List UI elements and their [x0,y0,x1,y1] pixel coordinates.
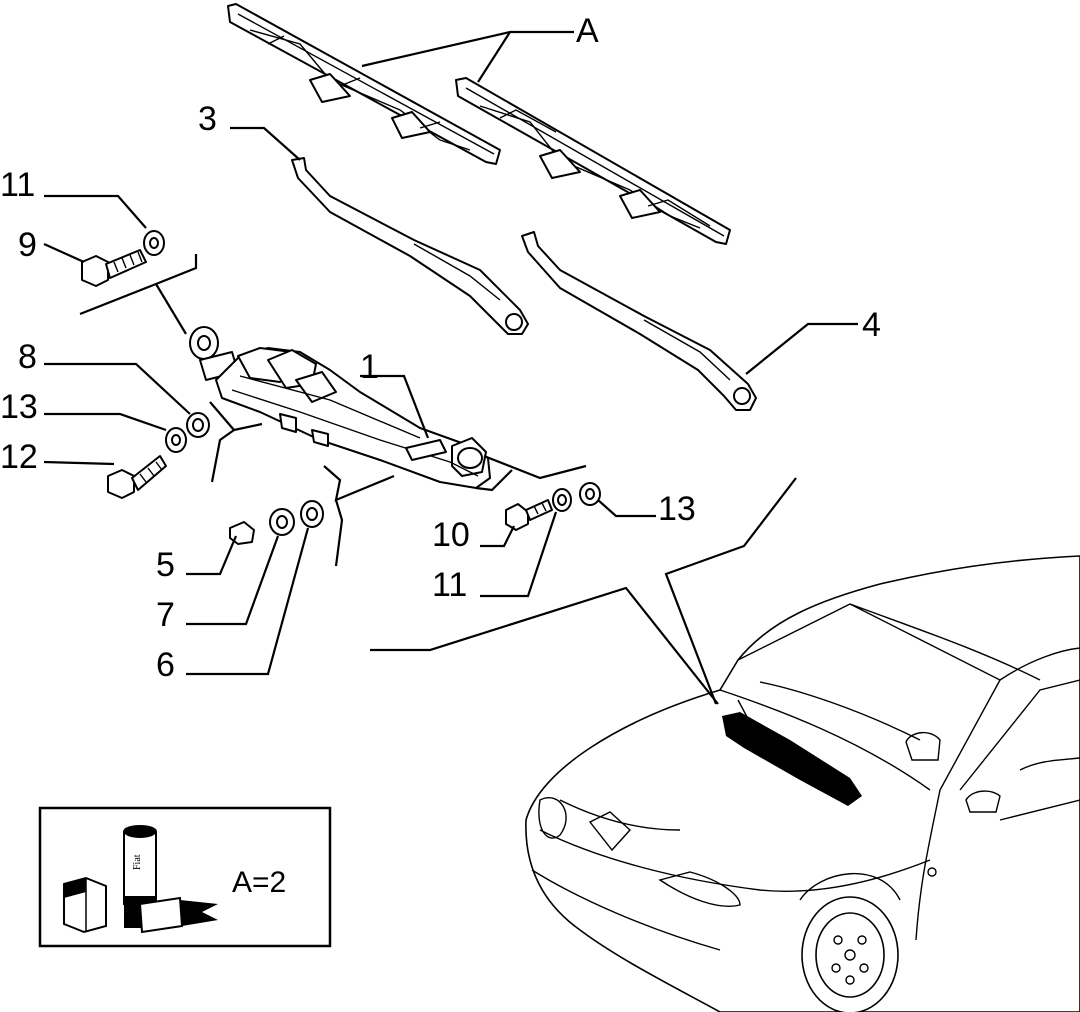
washer-13-right [579,482,601,506]
bolt-10 [505,499,553,531]
washer-11-top [143,230,165,256]
bolt-12 [107,455,167,499]
callout-4: 4 [862,306,881,344]
callout-7: 7 [156,596,175,634]
callout-5: 5 [156,546,175,584]
washer-13-left [165,427,187,453]
car-illustration [525,555,1080,1012]
wiper-blade-left [227,3,501,165]
linkage-location-highlight [722,712,862,806]
wiper-arm-4 [521,231,757,411]
callout-6: 6 [156,646,175,684]
bolt-9 [81,249,147,287]
callout-3: 3 [198,100,217,138]
nut-7 [269,508,295,536]
wiper-blade-right [455,77,731,245]
callout-8: 8 [18,338,37,376]
wiper-linkage-1 [189,326,491,489]
callout-11-top: 11 [0,166,35,204]
nut-8 [186,412,210,438]
callout-13-right: 13 [658,490,696,528]
callout-10: 10 [432,516,470,554]
washer-11-right [552,488,572,512]
callout-13-left: 13 [0,388,38,426]
callout-9: 9 [18,226,37,264]
callout-11-right: 11 [432,566,467,604]
fiat-can-icon: Fiat [123,825,157,928]
callout-1: 1 [360,348,379,386]
quantity-label: A=2 [232,866,286,899]
wiper-arm-3 [291,157,529,335]
leader-lines [43,30,858,705]
washer-6 [300,500,324,528]
callout-A: A [576,12,599,50]
callout-12: 12 [0,438,38,476]
quantity-legend-box: Fiat A=2 [38,806,332,948]
can-brand-label: Fiat [132,854,143,870]
fiat-tube-icon [138,896,218,934]
fiat-box-icon [63,876,107,934]
